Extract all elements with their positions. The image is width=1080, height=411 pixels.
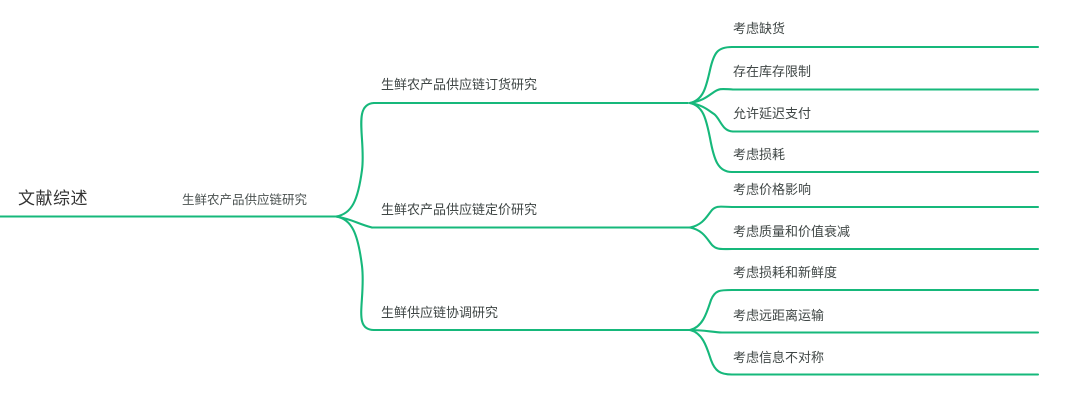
root-node-label[interactable]: 文献综述 — [18, 189, 88, 208]
leaf-node-label[interactable]: 考虑远距离运输 — [733, 308, 825, 323]
leaf-node-label[interactable]: 存在库存限制 — [733, 64, 812, 79]
edge-hub-to-branch-3 — [334, 215, 376, 332]
branch-node-2-label[interactable]: 生鲜农产品供应链定价研究 — [381, 202, 538, 217]
leaf-node-label[interactable]: 考虑质量和价值衰减 — [733, 224, 851, 239]
edge-g3-leaf-3 — [688, 328, 734, 376]
edge-g1-leaf-2 — [688, 87, 735, 105]
edge-g1-leaf-4 — [688, 101, 734, 174]
branch-node-1-label[interactable]: 生鲜农产品供应链订货研究 — [381, 77, 538, 92]
leaf-node-label[interactable]: 允许延迟支付 — [733, 106, 812, 121]
edge-g1-leaf-3 — [688, 101, 735, 133]
edge-g2-leaf-2 — [688, 226, 734, 251]
edge-hub-to-branch-1 — [334, 101, 376, 218]
edge-g2-leaf-1 — [688, 205, 734, 229]
leaf-node-label[interactable]: 考虑损耗和新鲜度 — [733, 265, 838, 280]
leaf-node-label[interactable]: 考虑信息不对称 — [733, 350, 825, 365]
leaf-node-label[interactable]: 考虑缺货 — [733, 21, 786, 36]
leaf-node-label[interactable]: 考虑损耗 — [733, 147, 786, 162]
edge-g3-leaf-1 — [688, 288, 734, 332]
edge-hub-to-branch-2 — [334, 215, 374, 229]
edge-g3-leaf-2 — [688, 328, 735, 334]
branch-node-3-label[interactable]: 生鲜供应链协调研究 — [381, 305, 499, 320]
leaf-node-label[interactable]: 考虑价格影响 — [733, 182, 812, 197]
level1-node-label[interactable]: 生鲜农产品供应链研究 — [182, 193, 308, 207]
edge-g1-leaf-1 — [688, 45, 734, 105]
